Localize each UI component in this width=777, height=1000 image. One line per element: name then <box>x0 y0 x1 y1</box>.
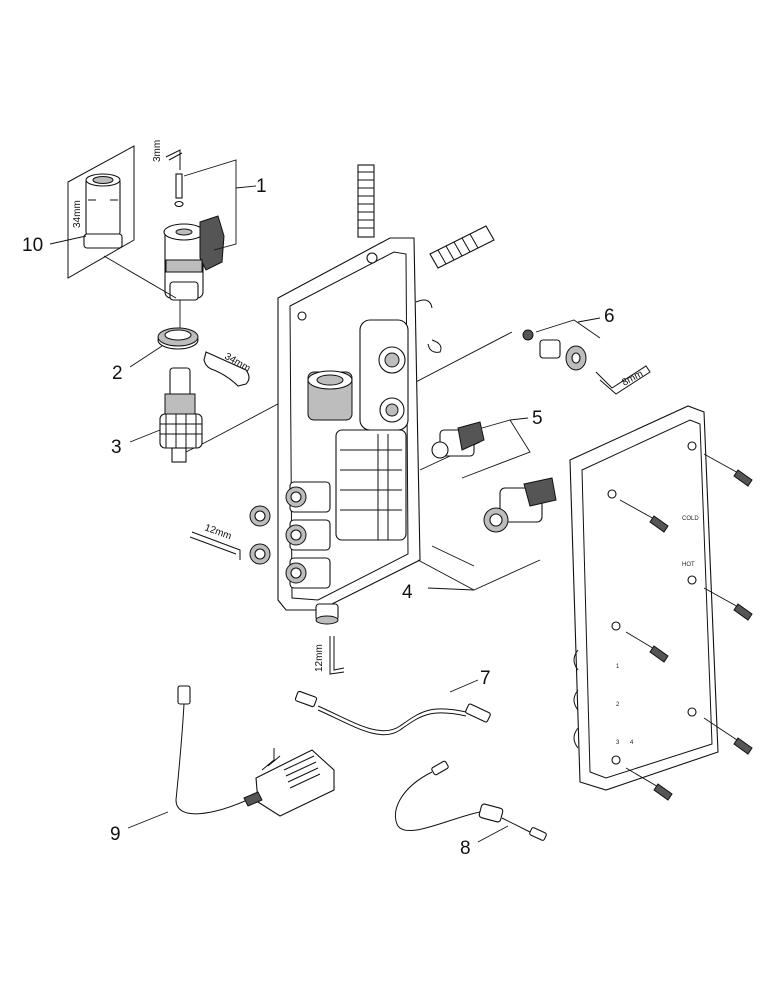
callout-9: 9 <box>110 824 121 845</box>
tool-size-label-12mm-left: 12mm <box>203 522 233 542</box>
tool-size-label-8mm: 8mm <box>620 368 645 388</box>
cover-screws <box>619 453 753 801</box>
callout-8: 8 <box>460 838 471 859</box>
cover-label-port-4: 4 <box>630 740 634 746</box>
callout-4: 4 <box>402 582 413 603</box>
tool-size-label-10: 34mm <box>72 200 83 228</box>
part-2-nut: 34mm 2 <box>112 327 252 387</box>
cover-label-port-1: 1 <box>616 664 620 670</box>
callout-5: 5 <box>532 408 543 429</box>
tool-hex-key-12mm-bottom: 12mm <box>314 636 345 675</box>
part-8-sensor-cable: 8 <box>394 760 547 859</box>
cover-plate: COLD HOT 1 2 3 4 <box>569 405 719 791</box>
part-6-check-valve: 8mm 6 <box>522 306 651 395</box>
part-5-sensor: 5 <box>431 408 543 479</box>
cover-label-hot: HOT <box>682 562 695 568</box>
part-10-socket-tool: 34mm 10 <box>22 145 135 279</box>
cover-label-port-2: 2 <box>616 702 620 708</box>
part-9-power-supply: 9 <box>110 685 335 845</box>
cover-label-cold: COLD <box>682 516 699 522</box>
callout-7: 7 <box>480 668 491 689</box>
part-3-thermo-cartridge: 3 <box>111 367 203 463</box>
part-1-actuator-cartridge: 3mm 1 <box>152 140 267 301</box>
outlet-fittings <box>285 481 331 589</box>
tool-size-label-3mm: 3mm <box>152 140 163 162</box>
callout-3: 3 <box>111 437 122 458</box>
tool-hex-key-12mm-left: 12mm <box>189 505 271 565</box>
cover-label-port-3: 3 <box>616 740 620 746</box>
part-7-connection-cable: 7 <box>294 668 491 736</box>
callout-1: 1 <box>256 176 267 197</box>
callout-10: 10 <box>22 235 43 256</box>
part-4-solenoid-valve: 4 <box>402 477 557 603</box>
callout-6: 6 <box>604 306 615 327</box>
tool-size-label-12mm-bottom: 12mm <box>314 644 325 672</box>
callout-2: 2 <box>112 363 123 384</box>
thermostatic-valve-body <box>277 164 495 625</box>
